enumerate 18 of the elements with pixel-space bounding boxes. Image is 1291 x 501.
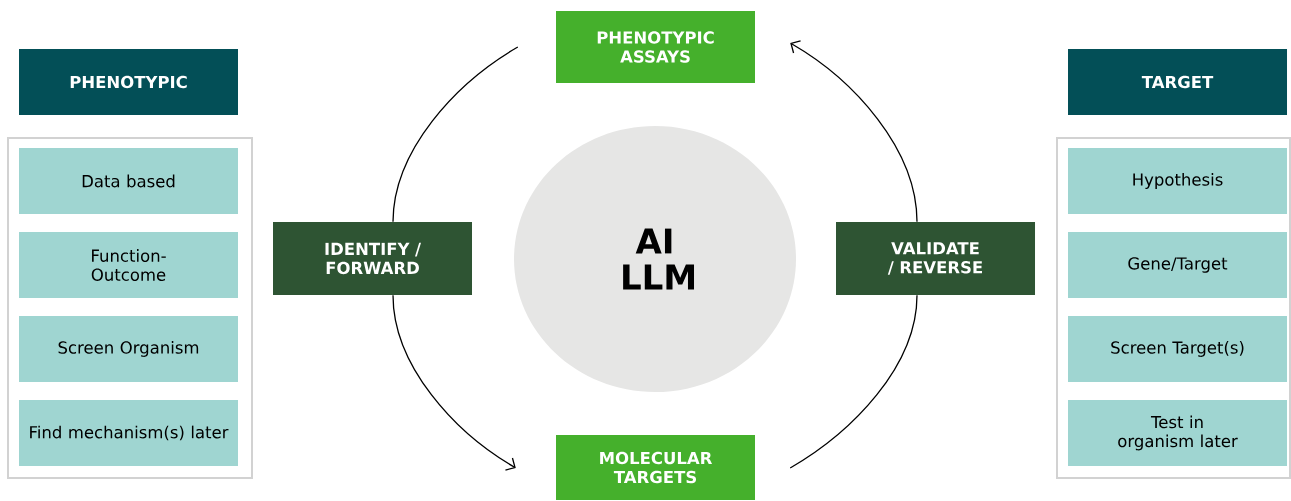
stage-box: MOLECULAR TARGETS [556, 435, 755, 500]
curved-arrow [790, 40, 918, 223]
step-box: IDENTIFY / FORWARD [273, 222, 472, 295]
list-item-box: Test in organism later [1068, 400, 1287, 466]
list-item-box: Find mechanism(s) later [19, 400, 238, 466]
header-box: TARGET [1068, 49, 1287, 115]
list-item-box: Screen Target(s) [1068, 316, 1287, 382]
list-item-box: Screen Organism [19, 316, 238, 382]
group-frame [7, 137, 253, 479]
group-frame [1056, 137, 1291, 479]
list-item-box: Gene/Target [1068, 232, 1287, 298]
step-box: VALIDATE / REVERSE [836, 222, 1035, 295]
header-box: PHENOTYPIC [19, 49, 238, 115]
list-item-box: Hypothesis [1068, 148, 1287, 214]
stage-box: PHENOTYPIC ASSAYS [556, 11, 755, 83]
list-item-box: Data based [19, 148, 238, 214]
list-item-box: Function- Outcome [19, 232, 238, 298]
curved-arrow [392, 294, 516, 471]
